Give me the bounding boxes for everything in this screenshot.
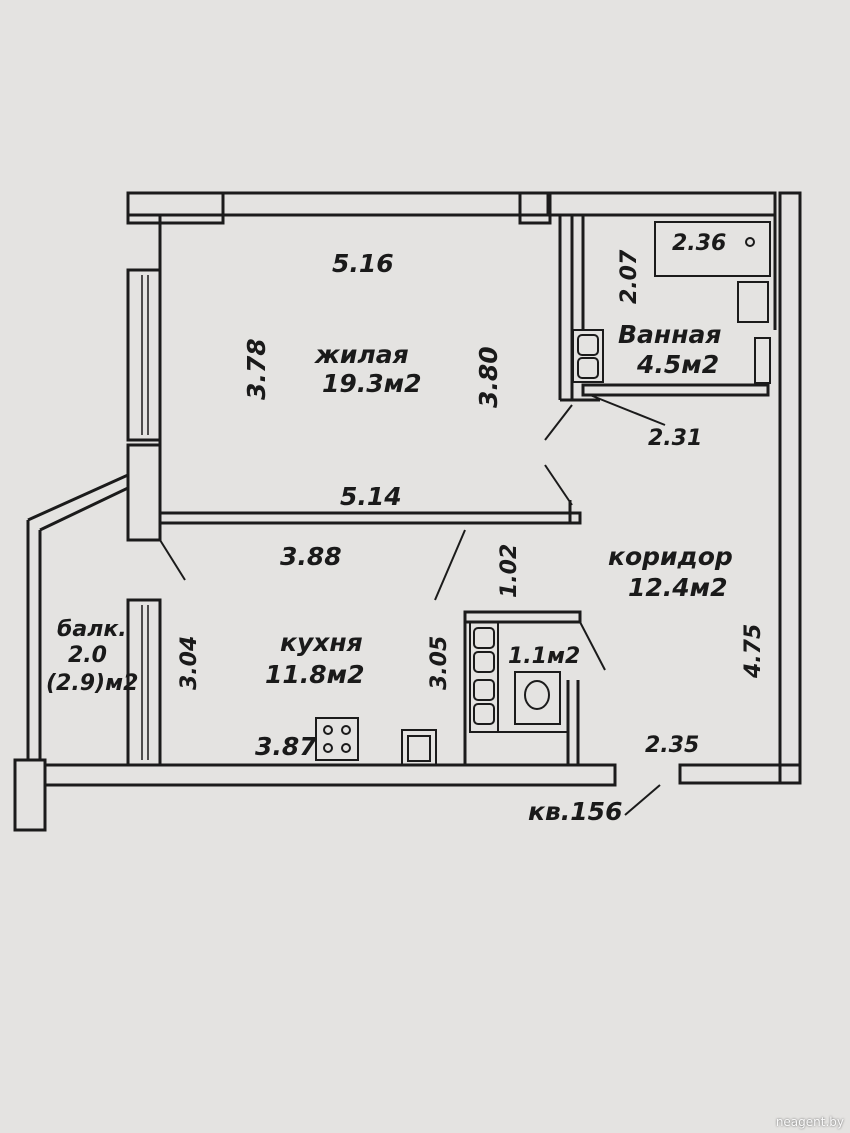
dim-kitchen-left: 3.04 bbox=[177, 636, 202, 690]
dim-living-top: 5.16 bbox=[332, 249, 394, 278]
right-outer-wall bbox=[778, 191, 802, 785]
living-bottom-wall bbox=[158, 511, 582, 525]
bath-door bbox=[754, 337, 771, 384]
balcony-window bbox=[126, 598, 162, 767]
balcony-corner bbox=[13, 758, 47, 832]
stove bbox=[315, 717, 359, 761]
dim-kitchen-top: 3.88 bbox=[280, 542, 342, 571]
dim-bath-width: 2.36 bbox=[672, 231, 726, 256]
top-pillar bbox=[518, 191, 552, 225]
kitchen-bottom-wall bbox=[43, 763, 617, 787]
dim-bath-bottom: 2.31 bbox=[648, 426, 702, 451]
kitchen-area: 11.8м2 bbox=[265, 660, 365, 689]
dim-corridor-bottom: 2.35 bbox=[645, 733, 699, 758]
wc-top-wall bbox=[463, 610, 582, 624]
apartment-label: кв.156 bbox=[528, 797, 622, 826]
kitchen-name: кухня bbox=[280, 628, 363, 657]
left-pillar-mid bbox=[126, 443, 162, 542]
dim-living-right: 3.80 bbox=[474, 346, 503, 408]
dim-living-bottom: 5.14 bbox=[340, 482, 402, 511]
wc-shaft bbox=[469, 621, 499, 733]
balcony-area-total: (2.9)м2 bbox=[46, 671, 138, 696]
balcony-area: 2.0 bbox=[68, 643, 107, 668]
wc-area: 1.1м2 bbox=[508, 644, 580, 669]
corridor-bottom-wall bbox=[678, 763, 802, 785]
dim-kitchen-right: 3.05 bbox=[427, 636, 452, 690]
living-window bbox=[126, 268, 162, 442]
top-wall bbox=[126, 191, 550, 217]
dim-kitchen-bottom: 3.87 bbox=[255, 732, 317, 761]
bathroom-name: Ванная bbox=[618, 320, 721, 349]
corridor-area: 12.4м2 bbox=[628, 573, 728, 602]
dim-corridor-right: 4.75 bbox=[741, 624, 766, 679]
corridor-name: коридор bbox=[608, 542, 733, 571]
left-pillar-upper bbox=[126, 191, 225, 225]
toilet bbox=[514, 671, 561, 725]
balcony-name: балк. bbox=[57, 617, 127, 642]
watermark: neagent.by bbox=[775, 1115, 844, 1129]
labels: 5.16 жилая 19.3м2 3.78 3.80 5.14 2.36 2.… bbox=[46, 231, 766, 826]
bath-sink bbox=[737, 281, 769, 323]
bathtub bbox=[654, 221, 771, 277]
dim-bath-height: 2.07 bbox=[617, 249, 642, 304]
bathroom-area: 4.5м2 bbox=[636, 350, 719, 379]
bath-top-wall bbox=[548, 191, 777, 217]
shaft bbox=[572, 329, 604, 383]
bath-bottom-wall bbox=[581, 383, 770, 397]
dim-living-left: 3.78 bbox=[242, 338, 271, 400]
living-room-name: жилая bbox=[314, 340, 409, 369]
fixtures bbox=[315, 221, 771, 766]
dim-kitchen-door: 1.02 bbox=[497, 544, 522, 598]
kitchen-sink bbox=[401, 729, 437, 766]
living-room-area: 19.3м2 bbox=[322, 369, 422, 398]
